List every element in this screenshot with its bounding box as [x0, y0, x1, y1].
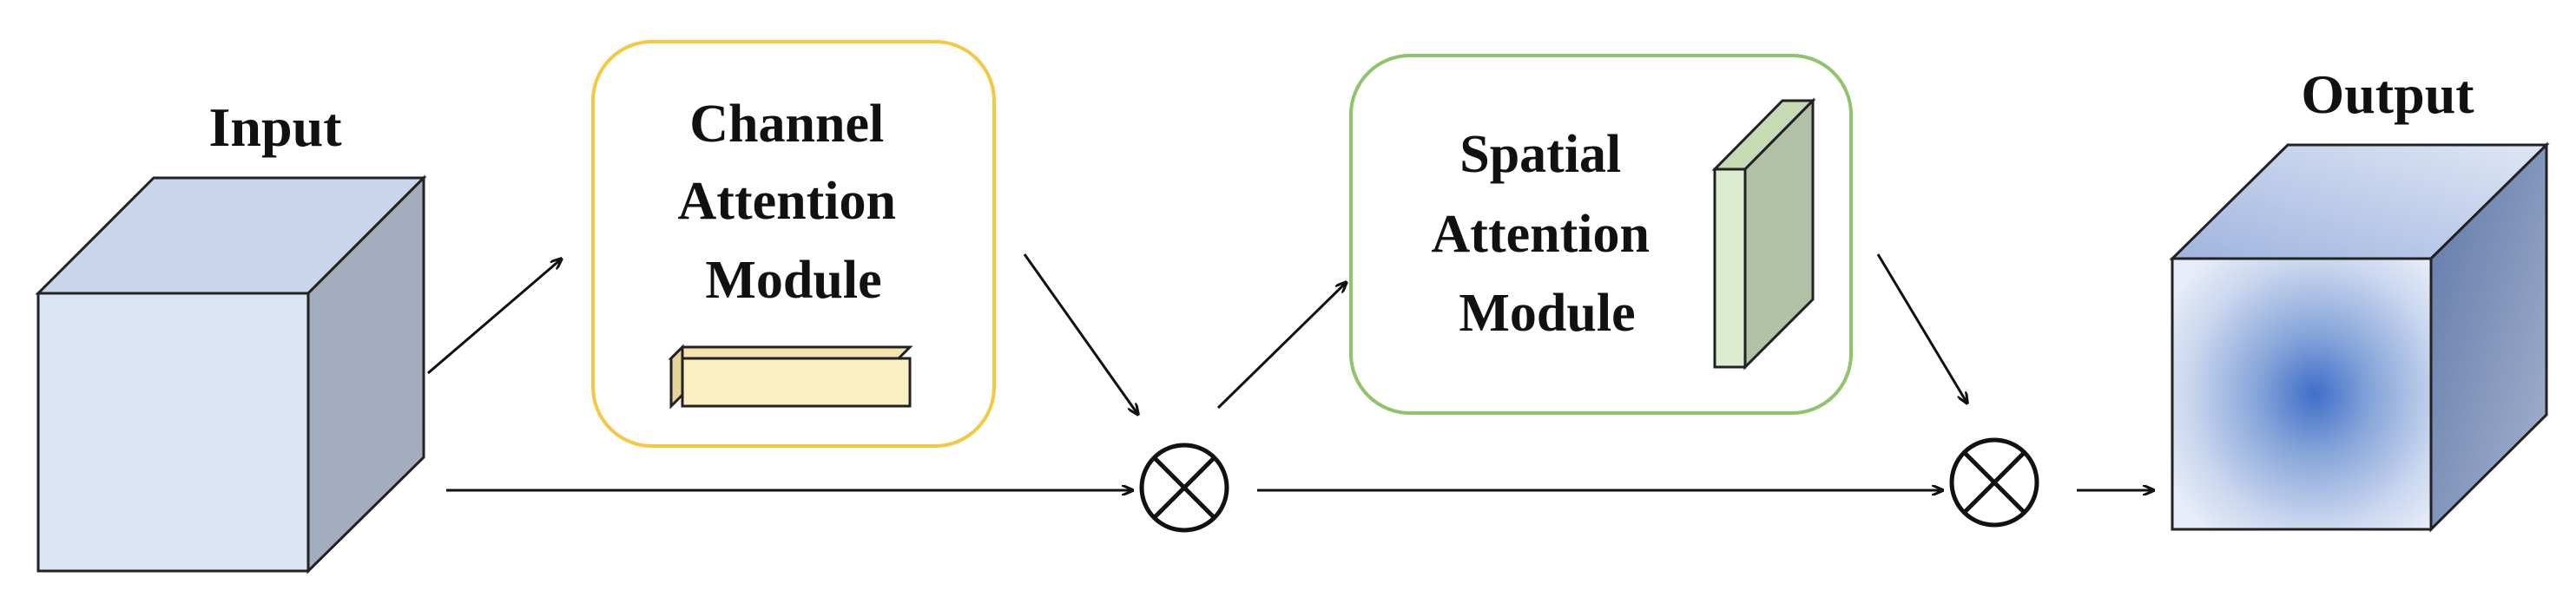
- spatial-attention-slab: [1711, 97, 1816, 371]
- output-label: Output: [2301, 63, 2474, 125]
- arrow-multiply-1-to-spatial: [1216, 282, 1347, 410]
- channel-label-line-3: Module: [705, 251, 881, 310]
- spatial-label-line-3: Module: [1459, 284, 1635, 343]
- channel-label-line-2: Attention: [678, 172, 896, 231]
- channel-label-line-1: Channel: [689, 95, 884, 154]
- output-cube: [2169, 141, 2550, 533]
- spatial-label-line-2: Attention: [1432, 205, 1650, 264]
- channel-attention-bar: [668, 344, 913, 410]
- multiply-operator-2: [1949, 437, 2039, 528]
- multiply-operator-1: [1139, 443, 1229, 533]
- svg-text:Channel Attention: Channel Attention Module: [678, 95, 910, 310]
- input-cube: [35, 174, 427, 574]
- input-cube-front: [36, 292, 310, 573]
- svg-text:Spatial Attention: Spatial Attention Module: [1432, 125, 1664, 343]
- channel-attention-module: Channel Attention Module: [591, 40, 996, 448]
- output-cube-front: [2171, 257, 2433, 531]
- arrow-spatial-to-multiply-2: [1876, 253, 1967, 403]
- spatial-label-line-1: Spatial: [1459, 125, 1621, 184]
- arrow-channel-to-multiply-1: [1023, 253, 1138, 415]
- arrow-input-to-channel: [427, 259, 562, 375]
- channel-attention-box: [591, 40, 996, 448]
- input-label: Input: [209, 96, 343, 158]
- arrows: [427, 253, 2154, 490]
- spatial-attention-module: Spatial Attention Module: [1349, 54, 1853, 415]
